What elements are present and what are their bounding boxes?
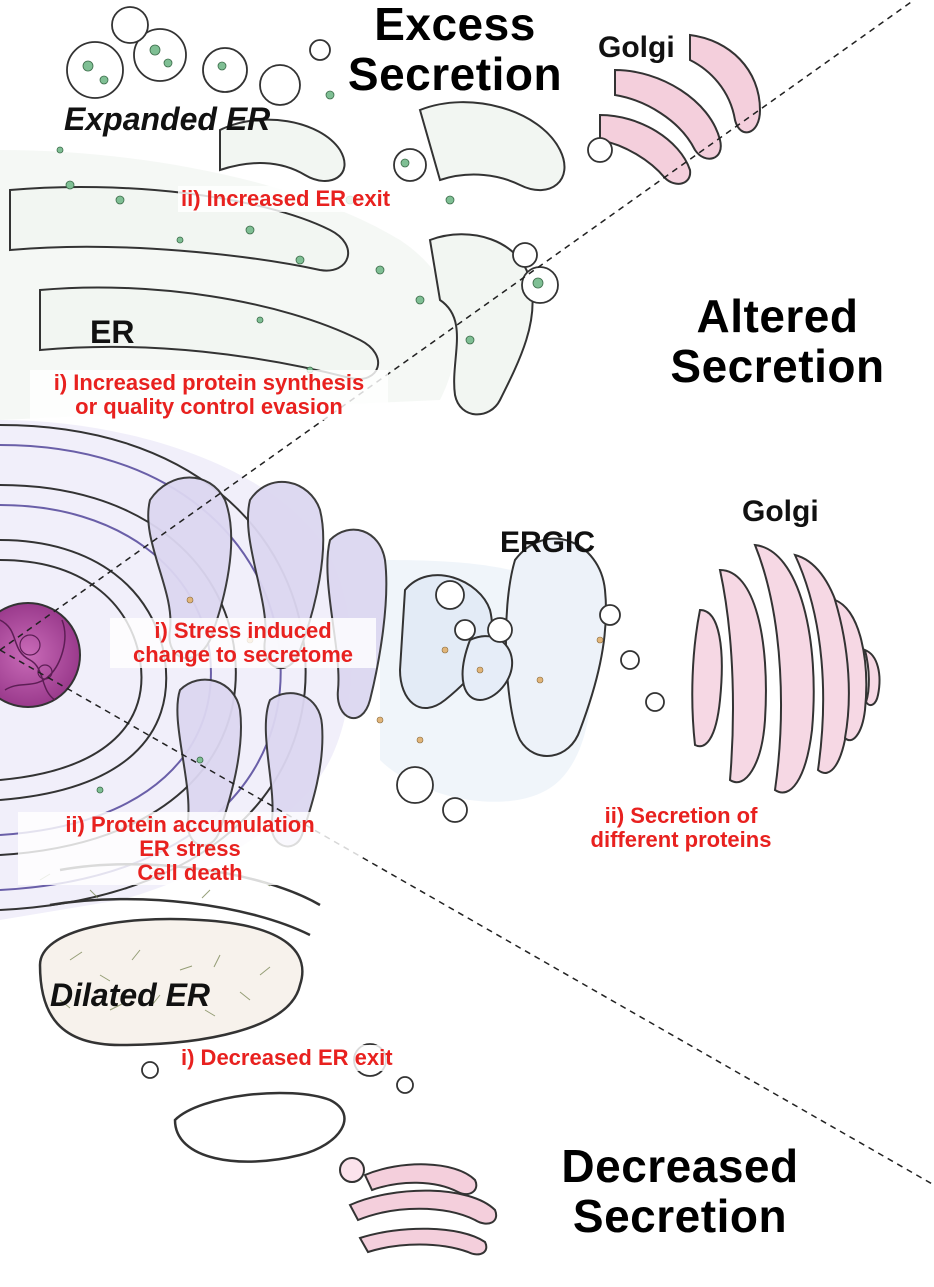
divider-lines bbox=[0, 0, 934, 1186]
ergic-label: ERGIC bbox=[500, 526, 596, 559]
altered-heading-line2: Secretion bbox=[670, 339, 885, 392]
cargo-flecks bbox=[186, 596, 604, 744]
accumulation-line1: ii) Protein accumulation bbox=[65, 812, 315, 837]
different-line1: ii) Secretion of bbox=[604, 803, 758, 828]
altered-secretion-heading: Altered Secretion bbox=[655, 290, 900, 392]
different-proteins-note: ii) Secretion of different proteins bbox=[558, 803, 804, 853]
altered-heading-line1: Altered bbox=[696, 290, 859, 342]
decreased-heading-line1: Decreased bbox=[561, 1140, 799, 1192]
synthesis-note: i) Increased protein synthesis or qualit… bbox=[30, 370, 388, 420]
vesicles bbox=[66, 6, 665, 1094]
golgi-bottom-stack bbox=[339, 1157, 498, 1256]
decreased-heading-line2: Secretion bbox=[572, 1189, 788, 1242]
stress-line1: i) Stress induced bbox=[154, 618, 332, 643]
increased-exit-text: ii) Increased ER exit bbox=[181, 186, 391, 211]
stress-line2: change to secretome bbox=[132, 641, 354, 667]
golgi-top-label: Golgi bbox=[598, 31, 675, 64]
expanded-er-label: Expanded ER bbox=[64, 101, 271, 137]
excess-secretion-heading: Excess Secretion bbox=[330, 0, 580, 99]
er-tubules bbox=[9, 101, 566, 416]
ergic-cluster bbox=[398, 537, 607, 757]
dilated-er bbox=[38, 863, 346, 1163]
golgi-mid-stack bbox=[691, 543, 881, 794]
nucleus bbox=[0, 602, 81, 708]
golgi-mid-label: Golgi bbox=[742, 495, 819, 528]
excess-heading-line1: Excess bbox=[374, 0, 536, 50]
synthesis-line2: or quality control evasion bbox=[75, 393, 343, 419]
different-line2: different proteins bbox=[590, 826, 772, 852]
dilated-er-label: Dilated ER bbox=[50, 977, 211, 1013]
decreased-exit-text: i) Decreased ER exit bbox=[181, 1045, 393, 1070]
golgi-top-stack bbox=[599, 33, 762, 185]
decreased-exit-note: i) Decreased ER exit bbox=[178, 1045, 396, 1071]
increased-exit-note: ii) Increased ER exit bbox=[178, 186, 394, 212]
decreased-secretion-heading: Decreased Secretion bbox=[530, 1140, 830, 1242]
excess-heading-line2: Secretion bbox=[347, 47, 563, 100]
er-label: ER bbox=[90, 314, 135, 350]
synthesis-line1: i) Increased protein synthesis bbox=[53, 370, 365, 395]
accumulation-note: ii) Protein accumulation ER stress Cell … bbox=[18, 812, 362, 886]
accumulation-line2: ER stress bbox=[139, 835, 241, 861]
stress-note: i) Stress induced change to secretome bbox=[110, 618, 376, 668]
accumulation-line3: Cell death bbox=[137, 859, 243, 885]
